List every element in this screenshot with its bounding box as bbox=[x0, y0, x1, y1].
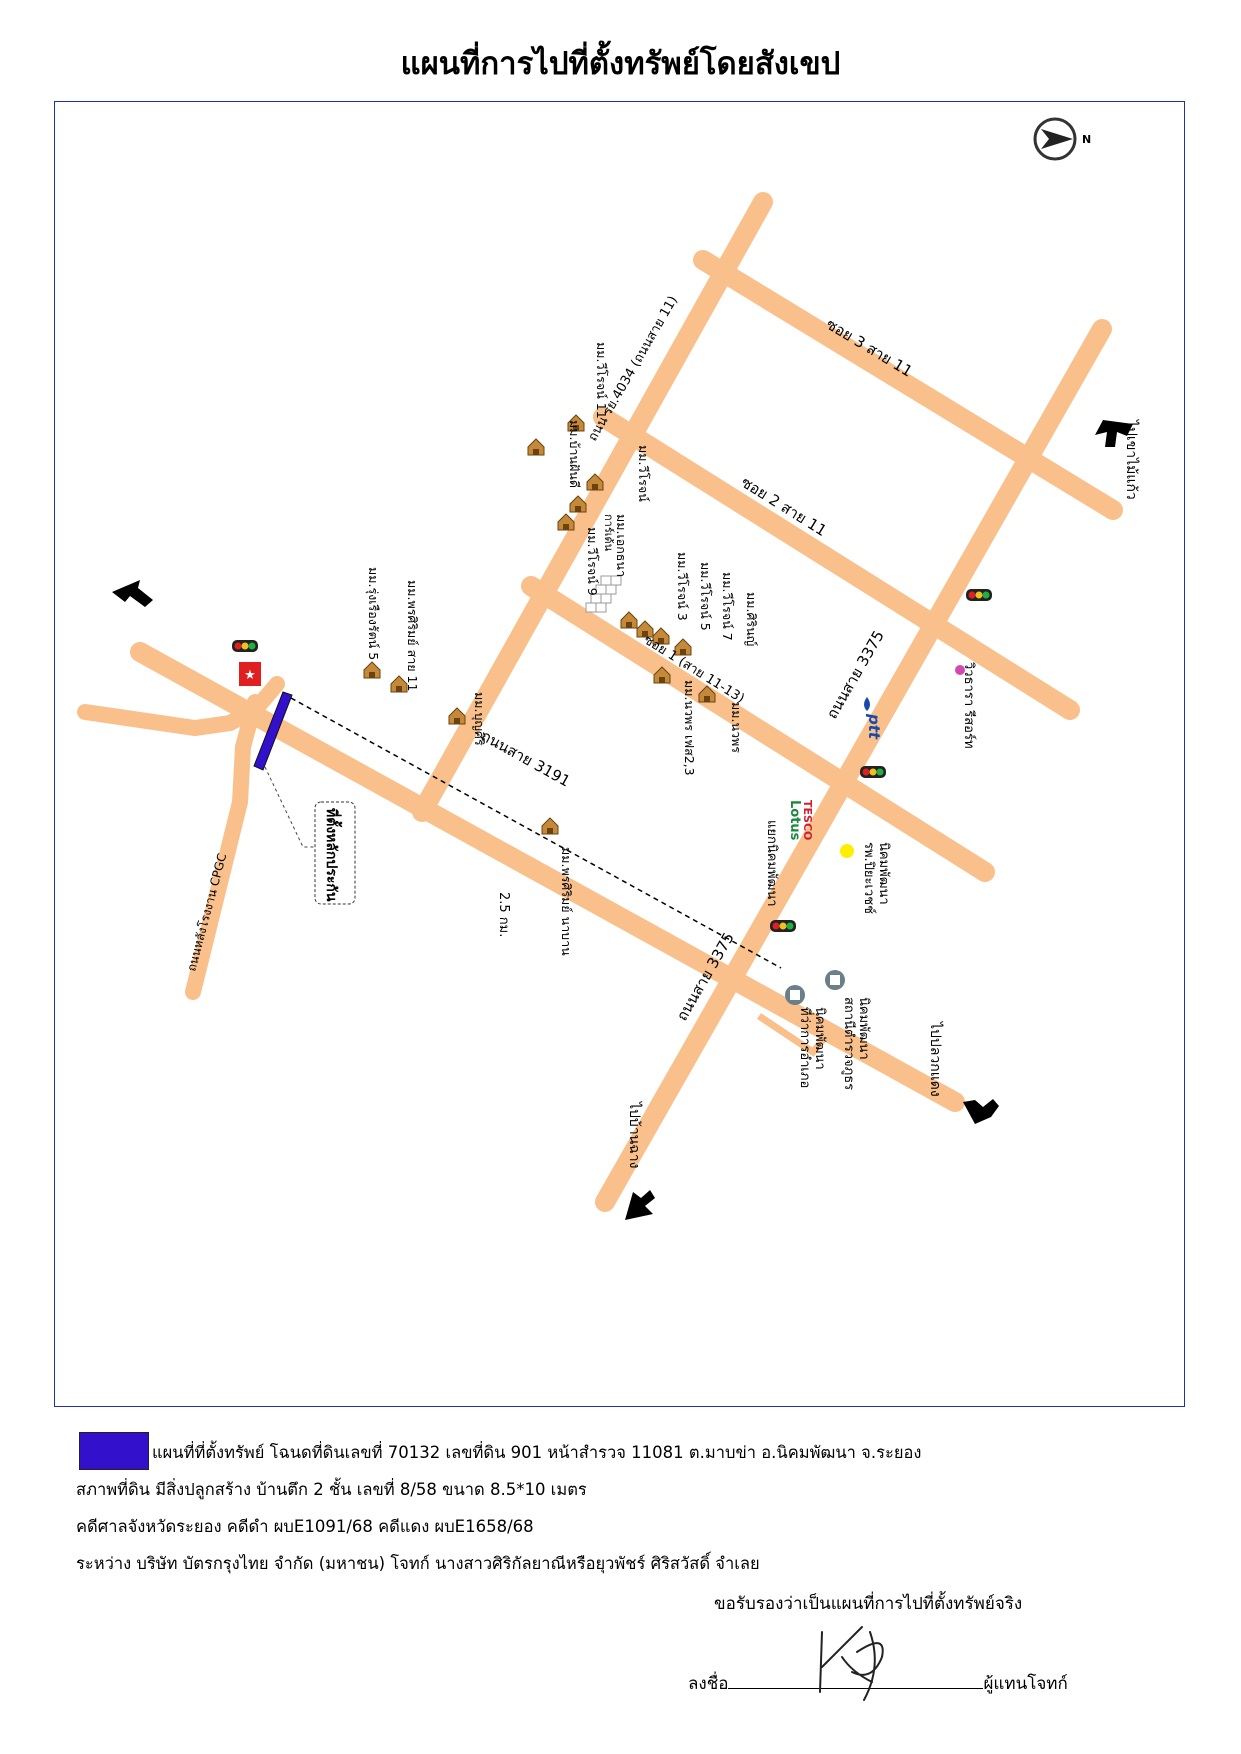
village-label: มม.เอกธนา bbox=[614, 514, 629, 577]
road-cpgc-side bbox=[185, 694, 263, 1000]
signature-line bbox=[728, 1670, 984, 1689]
to-hupbon-label: ไปบ้านฉาง bbox=[626, 1101, 643, 1168]
traffic-light-icon bbox=[232, 640, 258, 652]
parties-text: ระหว่าง บริษัท บัตรกรุงไทย จำกัด (มหาชน)… bbox=[76, 1554, 760, 1573]
district-label: ที่ว่าการอำเภอนิคมพัฒนา bbox=[797, 1007, 827, 1088]
land-condition-text: สภาพที่ดิน มีสิ่งปลูกสร้าง บ้านตึก 2 ชั้… bbox=[76, 1480, 587, 1499]
village-house-icon bbox=[620, 611, 638, 629]
village-house-icon bbox=[448, 707, 466, 725]
map-frame: 2.5 กม. ที่ตั้งหลักประกัน ★ ptt TESCO Lo… bbox=[54, 101, 1185, 1407]
arrow-south-west-icon bbox=[625, 1190, 655, 1220]
hospital-marker bbox=[840, 844, 854, 858]
village-label: มม.นวพร bbox=[729, 702, 744, 753]
property-label: ที่ตั้งหลักประกัน bbox=[323, 808, 343, 902]
village-label: มม.รุ่งเรืองรัตน์ 5 bbox=[365, 567, 381, 660]
village-house-icon bbox=[363, 661, 381, 679]
fuel-station-icon bbox=[239, 662, 261, 686]
village-house-icon bbox=[527, 438, 545, 456]
svg-text:★: ★ bbox=[244, 668, 256, 683]
road-soi2 bbox=[593, 407, 1080, 720]
distance-label: 2.5 กม. bbox=[496, 892, 511, 937]
traffic-light-icon bbox=[860, 766, 886, 778]
village-label: มม.บุญศิริ bbox=[471, 692, 487, 746]
village-house-icon bbox=[569, 495, 587, 513]
village-house-icon bbox=[557, 513, 575, 531]
sign-suffix: ผู้แทนโจทก์ bbox=[983, 1674, 1068, 1694]
hospital-label: รพ.ปิยะเวชช์นิคมพัฒนา bbox=[861, 842, 891, 914]
village-house-icon bbox=[541, 817, 559, 835]
police-label: สถานีตำรวจภูธรนิคมพัฒนา bbox=[841, 997, 871, 1090]
road-west bbox=[77, 676, 285, 737]
property-callout-box bbox=[314, 801, 356, 905]
roads bbox=[77, 192, 1123, 1212]
road-4034 bbox=[412, 192, 773, 822]
village-label: มม.วีโรจน์ bbox=[636, 445, 651, 502]
compass-icon: N bbox=[1033, 117, 1091, 161]
svg-text:N: N bbox=[1082, 133, 1091, 146]
village-label: มม.ศิรินญ์ bbox=[744, 592, 759, 646]
village-label: การ์เด้น bbox=[602, 514, 615, 552]
court-case-text: คดีศาลจังหวัดระยอง คดีดำ ผบE1091/68 คดีแ… bbox=[76, 1517, 534, 1536]
page-title: แผนที่การไปที่ตั้งทรัพย์โดยสังเขป bbox=[400, 46, 841, 82]
traffic-light-icon bbox=[966, 589, 992, 601]
junction-label: แยกนิคมพัฒนา bbox=[764, 820, 779, 907]
arrow-west-icon bbox=[112, 580, 153, 607]
building-block-icon bbox=[585, 575, 622, 613]
distance-line bbox=[290, 697, 782, 969]
svg-text:Lotus: Lotus bbox=[787, 800, 802, 841]
map-canvas: 2.5 กม. ที่ตั้งหลักประกัน ★ ptt TESCO Lo… bbox=[77, 117, 1140, 1220]
village-label: มม.วีโรจน์ 5 bbox=[698, 562, 713, 631]
signature-row: ลงชื่อ ผู้แทนโจทก์ bbox=[688, 1670, 1068, 1697]
to-pluak-label: ไปปลวกแดง bbox=[927, 1021, 944, 1097]
road-3191-label: ถนนสาย 3191 bbox=[478, 727, 573, 791]
to-nongbua-label: ไปเขาไม้แก้ว bbox=[1123, 419, 1140, 500]
road-soi1 bbox=[521, 576, 995, 882]
svg-text:TESCO: TESCO bbox=[801, 800, 814, 840]
ptt-station-icon: ptt bbox=[864, 697, 883, 740]
govt-building-icon bbox=[825, 970, 845, 990]
road-soi3 bbox=[693, 250, 1123, 520]
property-marker bbox=[253, 691, 293, 771]
direction-arrows bbox=[112, 420, 1133, 1220]
village-label: มม.วีโรจน์ 3 bbox=[675, 552, 690, 621]
village-label: มม.บ้านฝันดี bbox=[567, 420, 582, 488]
village-label: มม.พรศิริมย์ สาย 11 bbox=[405, 580, 420, 691]
village-label: มม.วีโรจน์ 11 bbox=[594, 342, 609, 419]
resort-pin-icon bbox=[955, 665, 965, 675]
certification-text: ขอรับรองว่าเป็นแผนที่การไปที่ตั้งทรัพย์จ… bbox=[714, 1594, 1023, 1614]
resort-label: วิวธารา รีสอร์ท bbox=[961, 661, 977, 748]
handwritten-signature bbox=[819, 1626, 884, 1701]
arrow-south-east-icon bbox=[963, 1099, 999, 1124]
village-label: มม.พรศิริมย์ นาบาน bbox=[559, 847, 574, 956]
sign-prefix: ลงชื่อ bbox=[688, 1674, 729, 1694]
village-label: มม.วีโรจน์ 9 bbox=[585, 527, 600, 596]
tesco-lotus-logo: TESCO Lotus bbox=[787, 800, 814, 841]
village-label: มม.วีโรจน์ 7 bbox=[720, 572, 735, 641]
road-3375 bbox=[595, 319, 1112, 1212]
legend-property-swatch bbox=[79, 1432, 149, 1470]
traffic-light-icon bbox=[770, 920, 796, 932]
village-house-icon bbox=[390, 675, 408, 693]
govt-building-icon bbox=[785, 985, 805, 1005]
svg-text:ptt: ptt bbox=[865, 713, 883, 740]
village-label: มม.นวพร เฟส2,3 bbox=[682, 680, 697, 776]
legend-text: แผนที่ที่ตั้งทรัพย์ โฉนดที่ดินเลขที่ 701… bbox=[152, 1443, 922, 1462]
arrow-north-east-icon bbox=[1095, 420, 1133, 447]
